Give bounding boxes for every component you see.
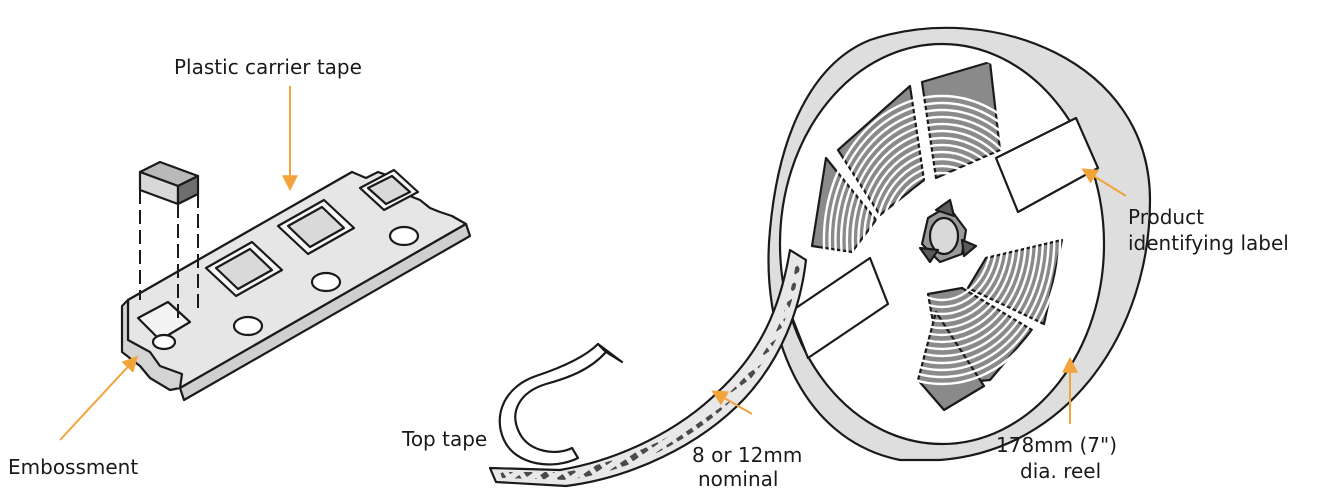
hatch-arc	[834, 108, 1050, 372]
pocket	[204, 240, 284, 298]
hatch-arc	[857, 136, 1027, 344]
product-label-window	[994, 116, 1100, 214]
label-product-line2: identifying label	[1128, 231, 1289, 255]
placement-guide-lines	[139, 190, 199, 324]
sprocket-hole	[232, 315, 264, 337]
label-product-line1: Product	[1128, 205, 1204, 229]
label-plastic-carrier-tape: Plastic carrier tape	[174, 55, 362, 79]
diagram-labels: Plastic carrier tape Embossment Top tape…	[8, 55, 1289, 491]
hatch-arc	[874, 157, 1010, 323]
hatch-arc	[822, 94, 1062, 386]
sprocket-hole	[310, 271, 342, 293]
hatch-arc	[885, 171, 999, 309]
reel-spokes	[810, 60, 1064, 412]
hatch-arc	[851, 129, 1033, 351]
hatch-arc	[891, 178, 993, 302]
nominal-width-arrow	[711, 390, 753, 415]
label-reel-line1: 178mm (7")	[996, 433, 1117, 457]
label-embossment: Embossment	[8, 455, 138, 479]
hatch-arc	[839, 115, 1045, 365]
hatch-arc	[845, 122, 1039, 358]
callout-arrows	[59, 86, 1127, 441]
unwinding-tape	[488, 248, 808, 488]
label-window	[788, 256, 890, 360]
product-label-arrow	[1081, 168, 1127, 197]
chip-component	[138, 160, 200, 206]
label-nominal-width-line2: nominal	[698, 467, 778, 491]
embossment-arrow	[59, 355, 139, 441]
hatch-arc	[828, 101, 1056, 379]
sprocket-hole	[388, 225, 420, 247]
label-top-tape: Top tape	[401, 427, 487, 451]
pocket	[276, 198, 356, 256]
reel-hub	[918, 198, 978, 264]
hatch-arc	[868, 150, 1016, 330]
hatch-arc	[880, 164, 1004, 316]
reel-window	[916, 310, 986, 412]
label-nominal-width-line1: 8 or 12mm	[692, 443, 802, 467]
pocket	[358, 168, 420, 212]
hatch-arc	[862, 143, 1022, 337]
label-reel-line2: dia. reel	[1020, 459, 1101, 483]
carrier-tape-illustration	[120, 160, 472, 402]
reel-illustration	[767, 26, 1152, 462]
